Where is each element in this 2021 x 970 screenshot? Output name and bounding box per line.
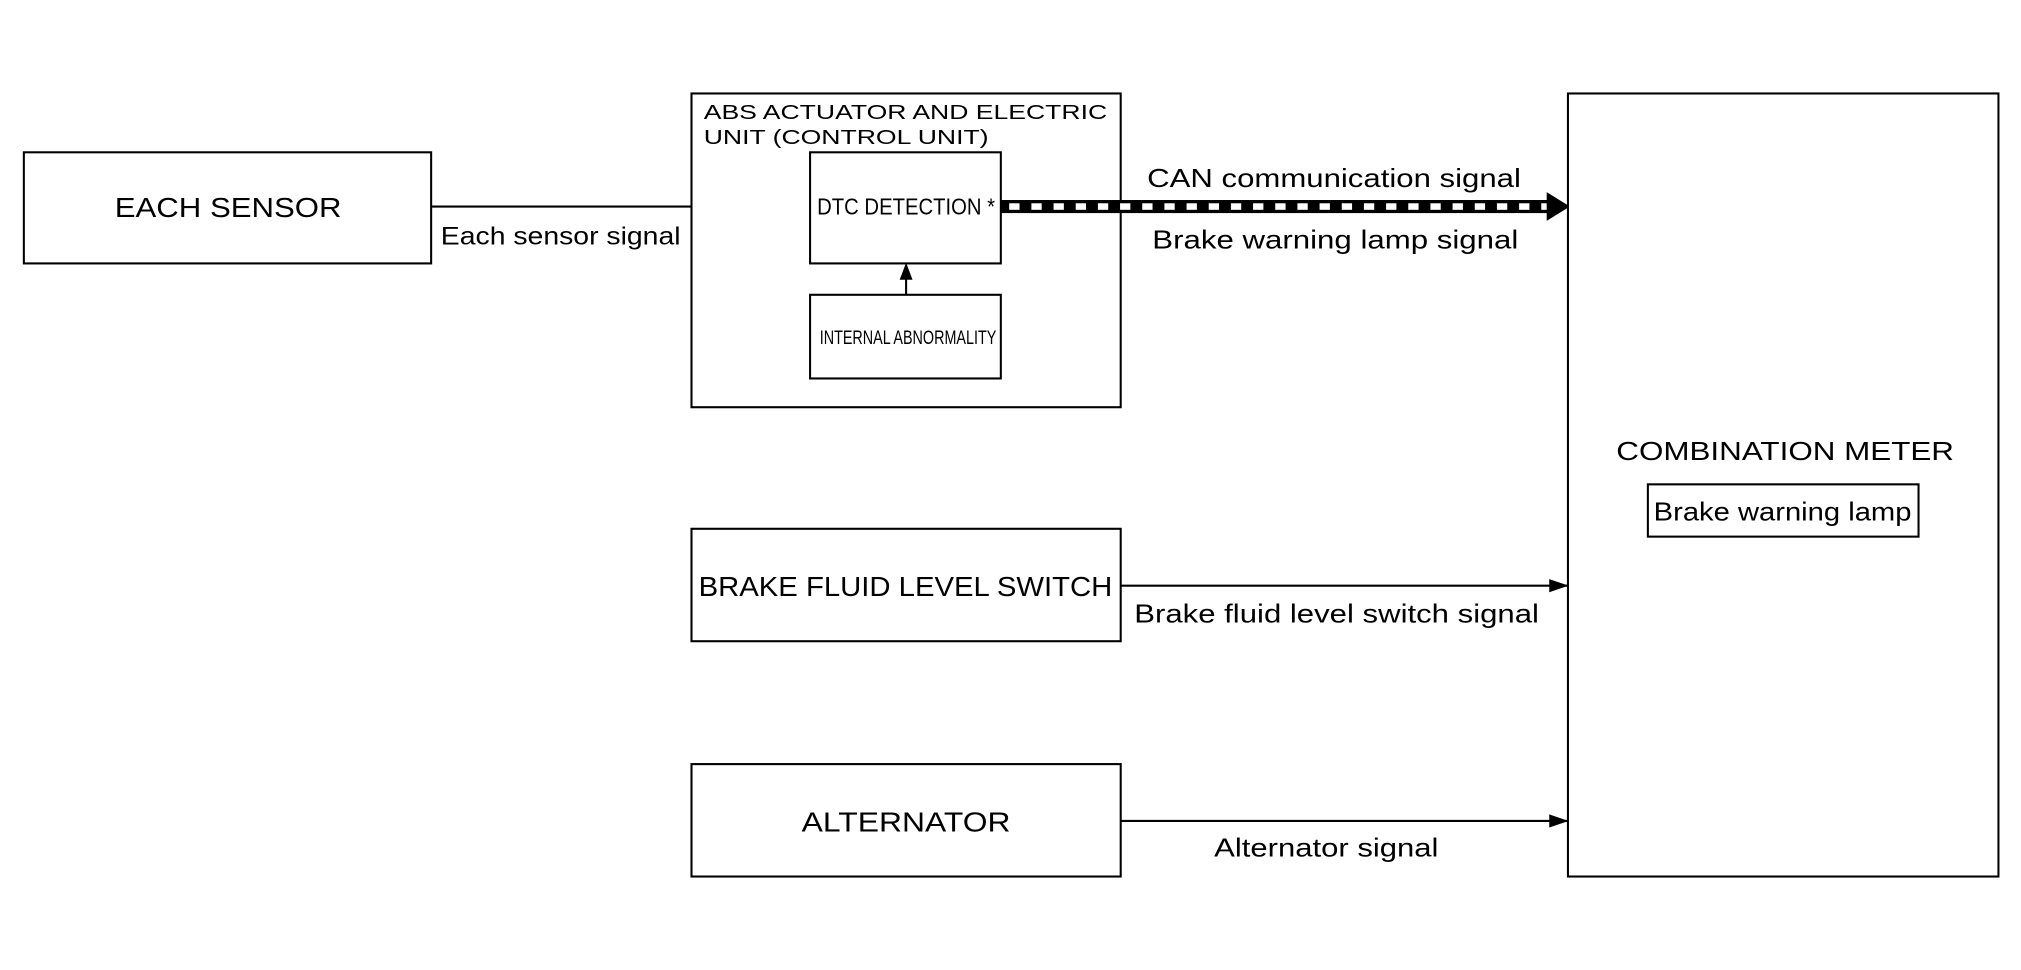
can-bus-dash (1363, 203, 1375, 210)
can-bus-dash (1275, 203, 1286, 210)
can-bus-dash (1319, 203, 1330, 210)
can-communication-signal-label: CAN communication signal (1147, 163, 1521, 193)
can-bus-dash (1297, 203, 1308, 210)
alternator-label: ALTERNATOR (802, 806, 1011, 837)
can-bus-dash (1031, 203, 1042, 210)
can-bus-dash (1053, 203, 1064, 210)
can-bus-dash (1408, 203, 1419, 210)
can-bus-dash (1430, 203, 1441, 210)
each-sensor-signal-label: Each sensor signal (441, 223, 681, 250)
can-bus-dash (1386, 203, 1397, 210)
abs-control-unit-block: ABS ACTUATOR AND ELECTRIC UNIT (CONTROL … (690, 92, 1122, 409)
abs-control-unit-title-line2: UNIT (CONTROL UNIT) (704, 127, 989, 149)
can-bus-dash (1142, 203, 1153, 210)
abs-control-unit-title-line1: ABS ACTUATOR AND ELECTRIC (704, 102, 1107, 124)
can-arrowhead-icon (1546, 192, 1570, 221)
arrowhead-up-icon (899, 262, 913, 280)
brake-warning-lamp-signal-label: Brake warning lamp signal (1152, 224, 1518, 254)
can-bus-dash (1341, 203, 1353, 210)
alternator-box (690, 763, 1122, 878)
alternator-block: ALTERNATOR (690, 763, 1122, 878)
can-communication-connector: CAN communication signal Brake warning l… (1000, 163, 1570, 254)
brake-fluid-level-switch-signal-label: Brake fluid level switch signal (1134, 598, 1539, 628)
alternator-signal-label: Alternator signal (1214, 832, 1438, 862)
each-sensor-block: EACH SENSOR (22, 151, 433, 265)
combination-meter-label: COMBINATION METER (1616, 436, 1954, 466)
brake-fluid-level-switch-label: BRAKE FLUID LEVEL SWITCH (699, 571, 1113, 602)
brake-warning-lamp-box (1646, 483, 1920, 538)
alternator-connector: Alternator signal (1120, 814, 1569, 862)
can-bus-dash (1474, 203, 1486, 210)
can-bus-dash-pattern (1009, 203, 1552, 210)
brake-fluid-level-switch-connector: Brake fluid level switch signal (1120, 579, 1569, 628)
can-bus-dash (1496, 203, 1508, 210)
can-bus-dash (1120, 203, 1131, 210)
can-bus-dash (1186, 203, 1197, 210)
can-bus-dash (1097, 203, 1109, 210)
can-bus-dash (1452, 203, 1463, 210)
arrowhead-icon (1549, 814, 1569, 828)
can-bus-dash (1075, 203, 1087, 210)
brake-fluid-level-switch-block: BRAKE FLUID LEVEL SWITCH (690, 527, 1122, 643)
can-bus-dash (1541, 203, 1552, 210)
combination-meter-block: COMBINATION METER Brake warning lamp (1566, 92, 2000, 878)
can-bus-dash (1230, 203, 1242, 210)
can-bus-dash (1253, 203, 1264, 210)
internal-abnormality-label: INTERNAL ABNORMALITY (820, 327, 997, 349)
can-bus-dash (1519, 203, 1530, 210)
each-sensor-box (22, 151, 433, 265)
internal-abnormality-box (809, 293, 1002, 380)
each-sensor-label: EACH SENSOR (115, 192, 342, 223)
can-bus-dash (1164, 203, 1175, 210)
dtc-detection-label: DTC DETECTION * (817, 193, 995, 219)
brake-warning-lamp-label: Brake warning lamp (1654, 496, 1912, 526)
arrowhead-icon (1549, 579, 1569, 593)
can-bus-dash (1208, 203, 1220, 210)
can-bus-dash (1009, 203, 1020, 210)
dtc-detection-box (809, 151, 1002, 265)
